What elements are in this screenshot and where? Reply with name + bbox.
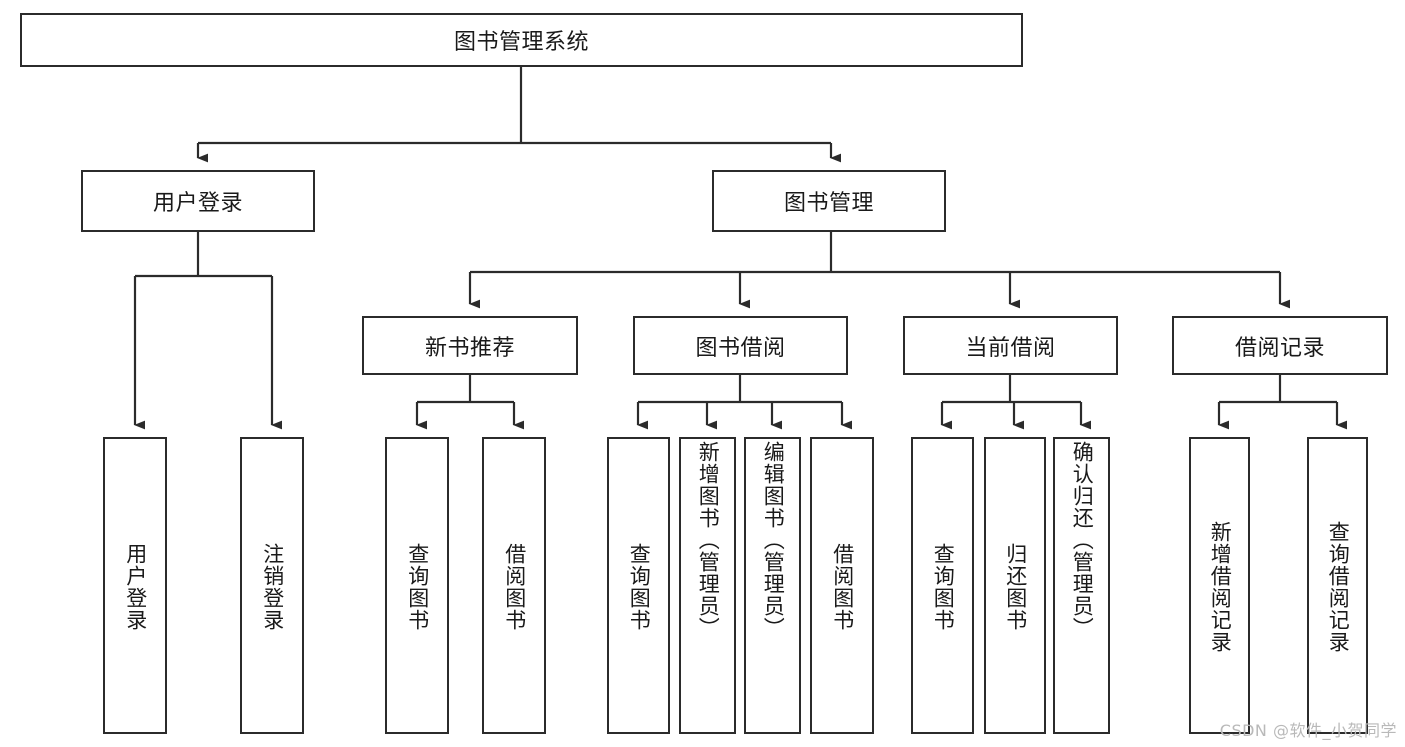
node-user-login-label: 用户登录 bbox=[152, 191, 243, 216]
node-current-borrow[interactable]: 当前借阅 bbox=[903, 316, 1118, 375]
node-book-borrow-label: 图书借阅 bbox=[695, 335, 786, 361]
node-leaf-query-record[interactable]: 查询借阅记录 bbox=[1307, 437, 1368, 734]
node-user-login[interactable]: 用户登录 bbox=[81, 170, 315, 232]
node-leaf-logout-label: 注销登录 bbox=[260, 542, 285, 631]
node-leaf-query-book-2-label: 查询图书 bbox=[627, 542, 652, 631]
node-leaf-borrow-book-1[interactable]: 借阅图书 bbox=[482, 437, 546, 734]
node-leaf-query-book-2[interactable]: 查询图书 bbox=[607, 437, 670, 734]
node-leaf-return-book-label: 归还图书 bbox=[1003, 542, 1028, 631]
node-leaf-user-login[interactable]: 用户登录 bbox=[103, 437, 167, 734]
node-leaf-edit-book[interactable]: 编辑图书（管理员） bbox=[744, 437, 801, 734]
node-leaf-user-login-label: 用户登录 bbox=[123, 542, 148, 631]
node-leaf-add-record-label: 新增借阅记录 bbox=[1208, 520, 1233, 653]
node-leaf-query-record-label: 查询借阅记录 bbox=[1326, 520, 1351, 653]
node-book-borrow[interactable]: 图书借阅 bbox=[633, 316, 848, 375]
node-leaf-return-book[interactable]: 归还图书 bbox=[984, 437, 1046, 734]
node-root[interactable]: 图书管理系统 bbox=[20, 13, 1023, 67]
node-leaf-add-record[interactable]: 新增借阅记录 bbox=[1189, 437, 1250, 734]
node-leaf-query-book-1[interactable]: 查询图书 bbox=[385, 437, 449, 734]
node-leaf-add-book[interactable]: 新增图书（管理员） bbox=[679, 437, 736, 734]
node-current-borrow-label: 当前借阅 bbox=[965, 335, 1056, 361]
node-borrow-record-label: 借阅记录 bbox=[1234, 335, 1325, 361]
node-leaf-query-book-3[interactable]: 查询图书 bbox=[911, 437, 974, 734]
node-root-label: 图书管理系统 bbox=[453, 30, 589, 55]
node-leaf-borrow-book-1-label: 借阅图书 bbox=[502, 542, 527, 631]
node-new-book-recommend-label: 新书推荐 bbox=[424, 335, 515, 361]
node-leaf-borrow-book-2-label: 借阅图书 bbox=[830, 542, 855, 631]
node-leaf-borrow-book-2[interactable]: 借阅图书 bbox=[810, 437, 874, 734]
node-borrow-record[interactable]: 借阅记录 bbox=[1172, 316, 1388, 375]
node-leaf-edit-book-label: 编辑图书（管理员） bbox=[761, 441, 786, 639]
node-leaf-confirm-return-label: 确认归还（管理员） bbox=[1070, 441, 1095, 639]
node-leaf-logout[interactable]: 注销登录 bbox=[240, 437, 304, 734]
node-leaf-confirm-return[interactable]: 确认归还（管理员） bbox=[1053, 437, 1110, 734]
node-new-book-recommend[interactable]: 新书推荐 bbox=[362, 316, 578, 375]
node-book-manage-label: 图书管理 bbox=[783, 191, 874, 216]
node-book-manage[interactable]: 图书管理 bbox=[712, 170, 946, 232]
node-leaf-query-book-3-label: 查询图书 bbox=[931, 542, 956, 631]
node-leaf-add-book-label: 新增图书（管理员） bbox=[696, 441, 721, 639]
node-leaf-query-book-1-label: 查询图书 bbox=[405, 542, 430, 631]
